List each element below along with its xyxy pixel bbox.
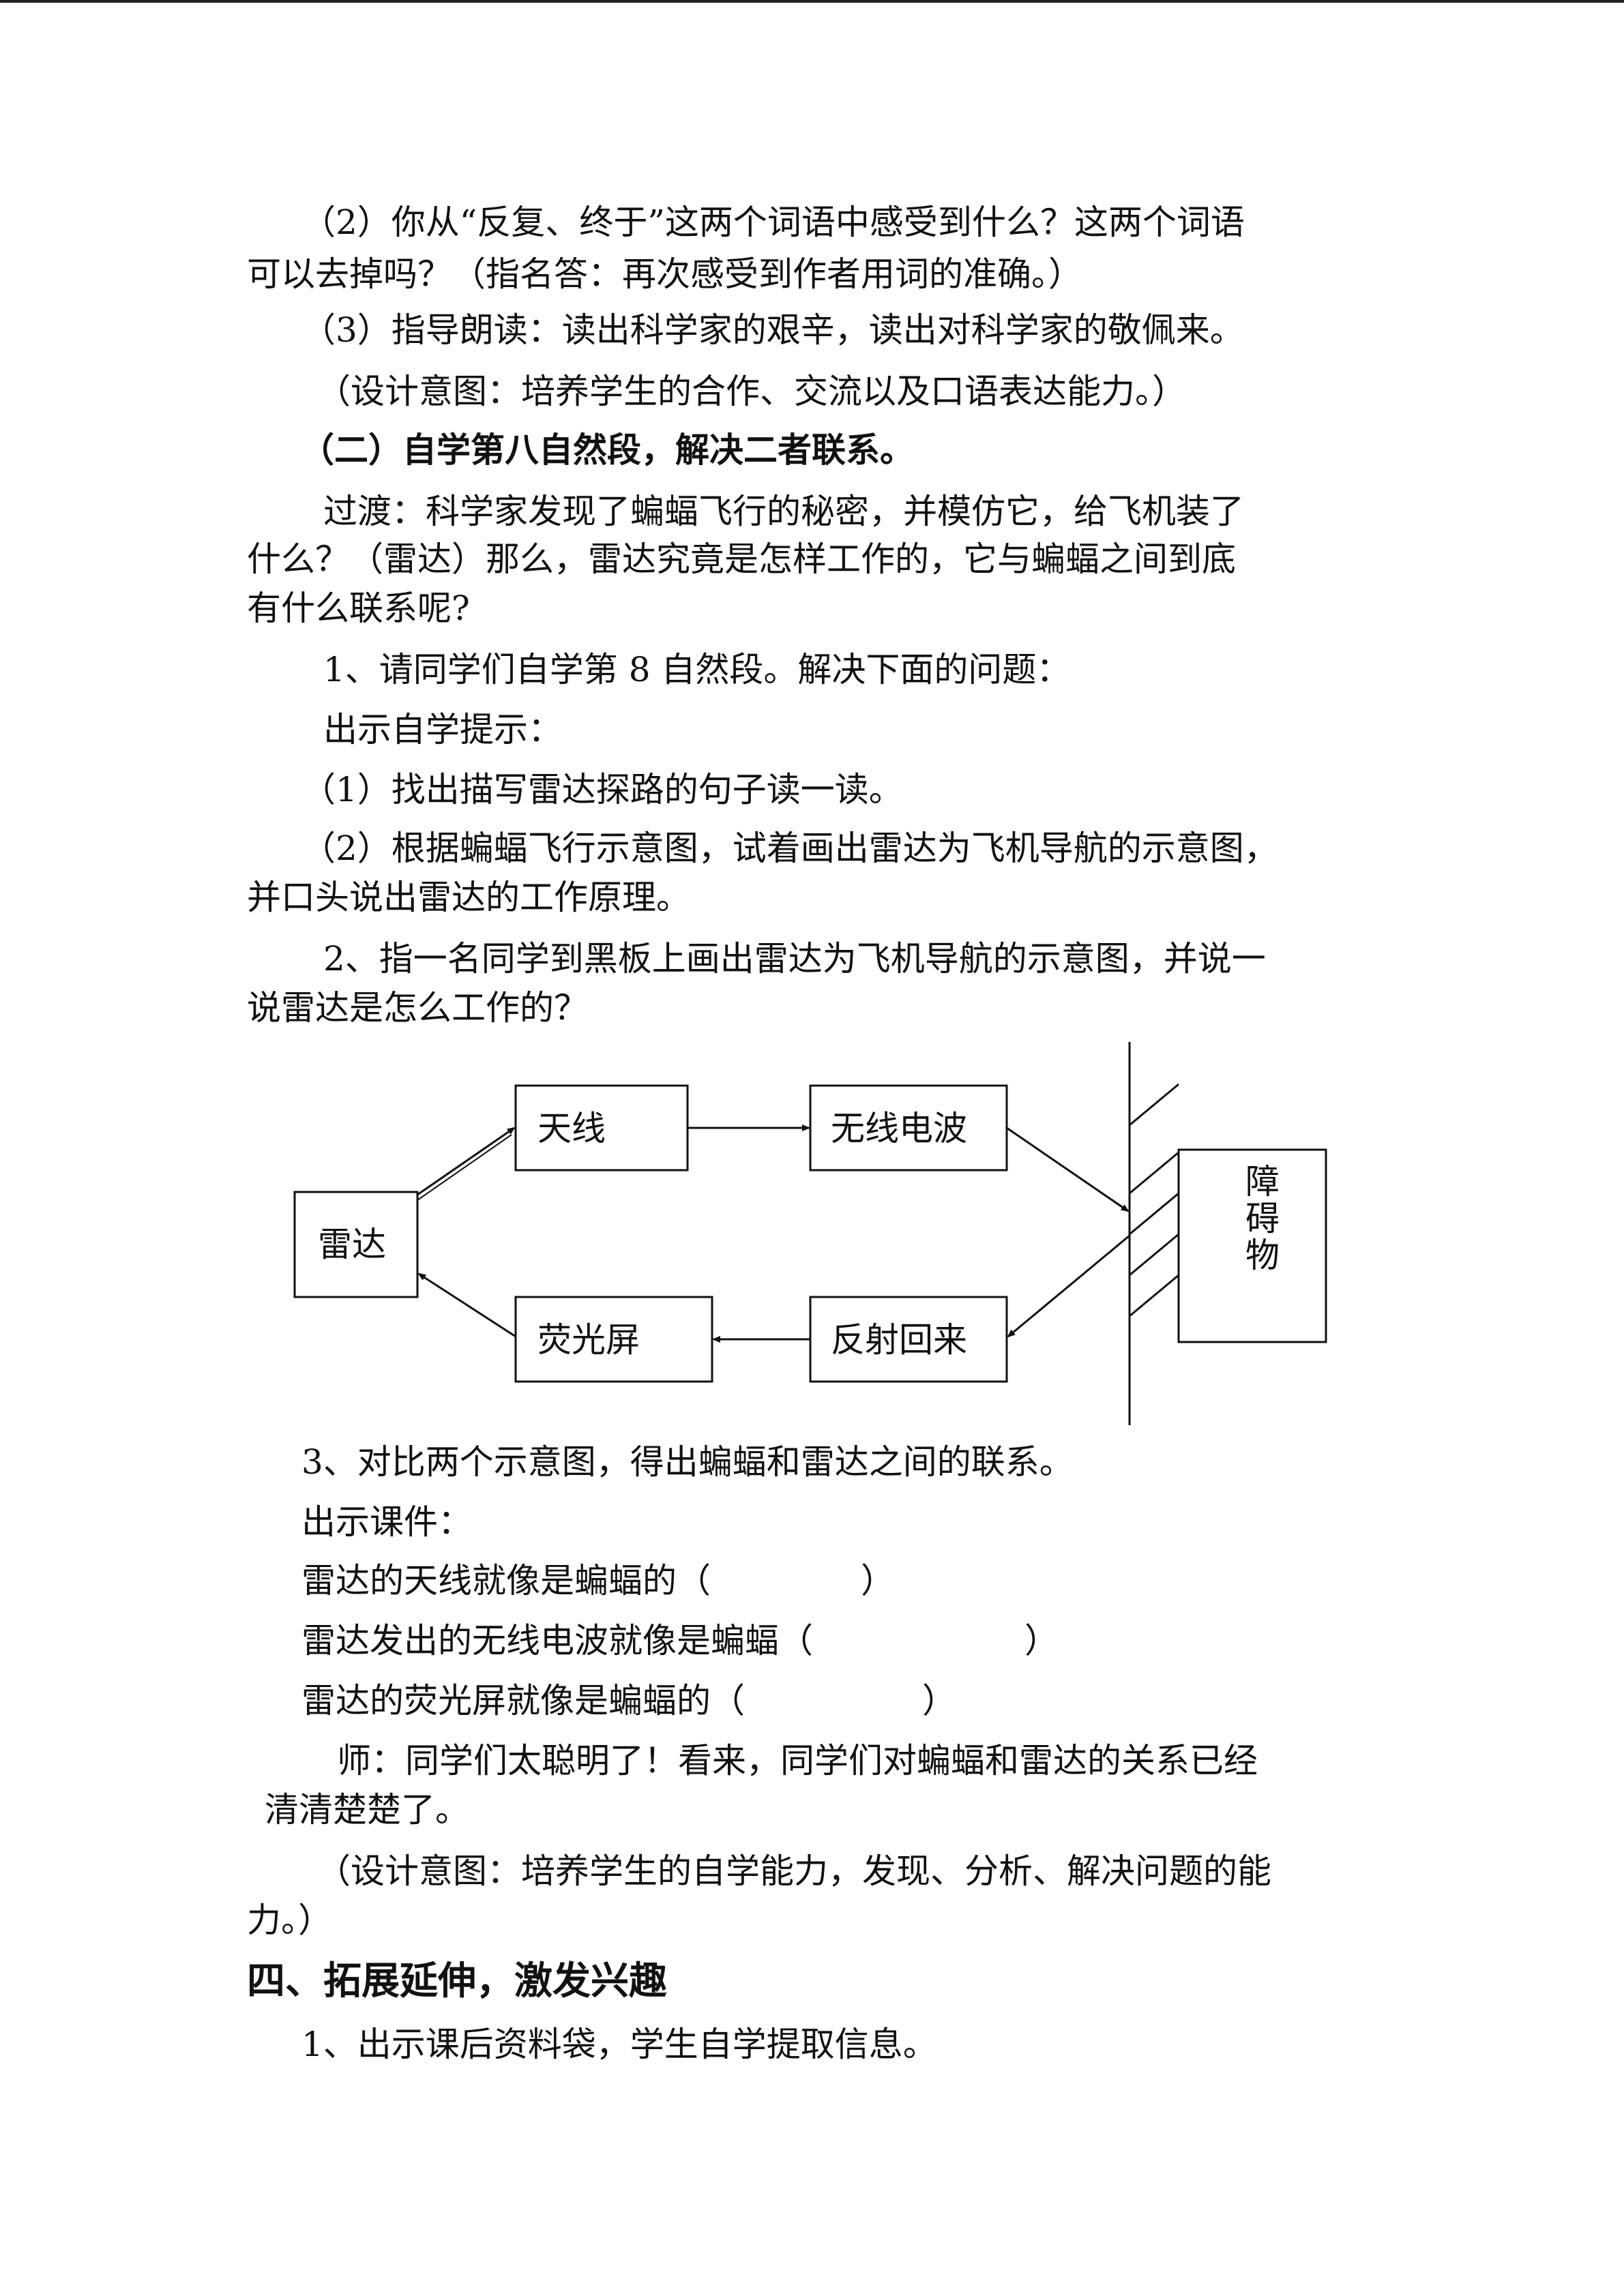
paragraph-line: 什么？（雷达）那么，雷达究竟是怎样工作的，它与蝙蝠之间到底 [247,539,1236,579]
arrow-wave-to-obstacle [1006,1127,1130,1212]
wall-hatch [1129,1274,1179,1317]
antenna-label: 天线 [537,1109,606,1148]
paragraph-line: 3、对比两个示意图，得出蝙蝠和雷达之间的联系。 [301,1442,1074,1482]
paragraph-line: 过渡：科学家发现了蝙蝠飞行的秘密，并模仿它，给飞机装了 [323,492,1244,531]
arrow-radar-to-antenna [417,1127,516,1196]
design-intent-note: （设计意图：培养学生的自学能力，发现、分析、解决问题的能 [316,1851,1271,1891]
paragraph-line: 出示自学提示： [323,710,562,749]
obstacle-box [1177,1148,1327,1343]
arrow-screen-to-radar [417,1272,516,1338]
paragraph-line: 1、出示课后资料袋，学生自学提取信息。 [301,2025,937,2064]
obstacle-label: 障 [1245,1162,1280,1202]
radar-diagram: 雷达 天线 无线电波 障 碍 物 反射回来 荧光屏 [293,1042,1327,1425]
design-intent-note: （设计意图：培养学生的合作、交流以及口语表达能力。） [316,372,1186,411]
paragraph-line: （2）你从“反复、终于”这两个词语中感受到什么？这两个词语 [301,203,1245,242]
paragraph-line: 并口头说出雷达的工作原理。 [247,878,690,917]
obstacle-label: 碍 [1245,1199,1280,1238]
fill-blank-line: 雷达的荧光屏就像是蝙蝠的（ ） [301,1679,956,1723]
fill-blank-close: ） [1024,1621,1059,1660]
paragraph-line: 出示课件： [301,1502,472,1542]
paragraph-line: （3）指导朗读：读出科学家的艰辛，读出对科学家的敬佩来。 [301,310,1244,350]
fill-blank-close: ） [922,1681,956,1720]
obstacle-label: 物 [1245,1236,1280,1275]
section-heading: （二）自学第八自然段，解决二者联系。 [300,430,914,470]
wall-hatch [1129,1083,1179,1127]
paragraph-line: 1、请同学们自学第 8 自然段。解决下面的问题： [323,650,1071,689]
radar-box [293,1191,419,1298]
fill-blank-line: 雷达的天线就像是蝙蝠的（ ） [301,1559,895,1602]
paragraph-line: 2、指一名同学到黑板上画出雷达为飞机导航的示意图，并说一 [323,939,1266,979]
paragraph-line: 可以去掉吗？（指名答：再次感受到作者用词的准确。） [247,254,1082,294]
arrow-obstacle-to-reflect [1007,1234,1130,1338]
fill-blank-line: 雷达发出的无线电波就像是蝙蝠（ ） [301,1619,1059,1663]
reflect-label: 反射回来 [831,1320,967,1360]
fill-blank-prompt: 雷达发出的无线电波就像是蝙蝠（ [301,1621,813,1660]
arrow-radar-to-antenna-double [417,1134,512,1201]
top-border [0,0,1624,3]
fill-blank-close: ） [861,1561,895,1600]
paragraph-line: 有什么联系呢? [247,588,470,628]
paragraph-line: 清清楚楚了。 [265,1790,469,1830]
wall-hatch [1129,1151,1179,1195]
paragraph-line: （1）找出描写雷达探路的句子读一读。 [301,770,903,809]
screen-label: 荧光屏 [537,1320,640,1360]
fill-blank-prompt: 雷达的天线就像是蝙蝠的（ [301,1561,711,1600]
radio-wave-label: 无线电波 [831,1109,967,1148]
paragraph-line: 说雷达是怎么工作的？ [247,988,588,1028]
wall-hatch [1129,1192,1179,1236]
paragraph-line: （2）根据蝙蝠飞行示意图，试着画出雷达为飞机导航的示意图， [301,829,1278,868]
wall-hatch [1129,1233,1179,1277]
radar-label: 雷达 [318,1225,386,1264]
section-heading: 四、拓展延伸，激发兴趣 [247,1959,667,2003]
fill-blank-prompt: 雷达的荧光屏就像是蝙蝠的（ [301,1681,745,1720]
paragraph-line: 师：同学们太聪明了！看来，同学们对蝙蝠和雷达的关系已经 [337,1741,1258,1780]
paragraph-line: 力。） [247,1900,332,1940]
